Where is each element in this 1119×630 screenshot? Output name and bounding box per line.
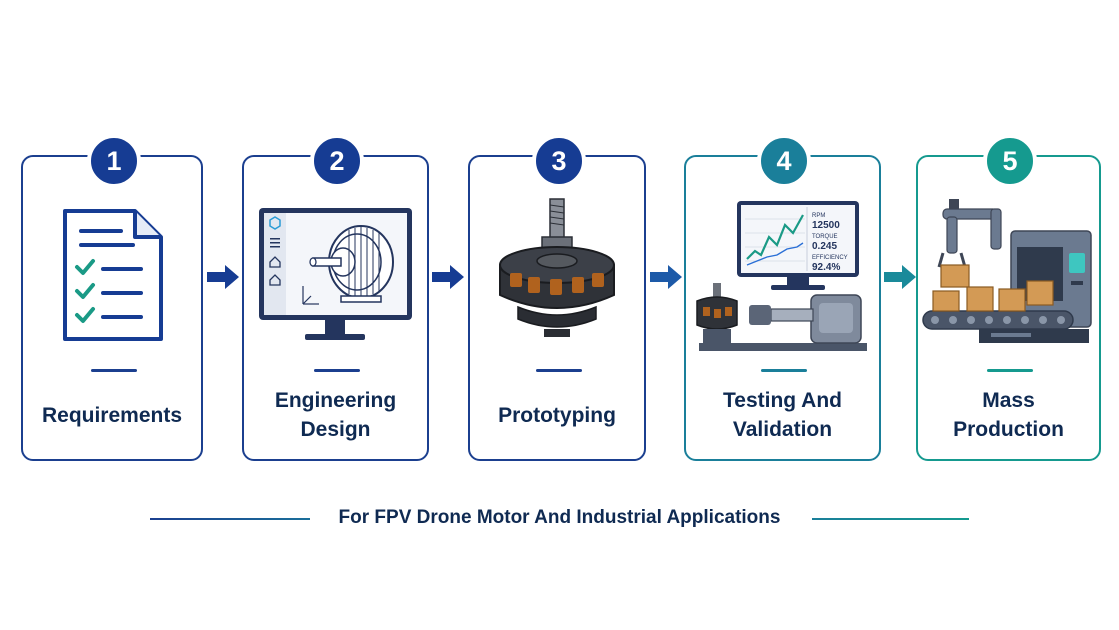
step-card-requirements: 1 Requirements	[21, 134, 203, 461]
step-label: Requirements	[41, 403, 183, 427]
arrow-right-icon	[207, 265, 239, 289]
rpm-label: RPM	[812, 213, 825, 219]
step-card-testing-validation: 4 RPM 12500 TORQUE 0.245 EFFICIENCY 92.4…	[684, 134, 881, 461]
torque-label: TORQUE	[812, 234, 838, 240]
separator	[987, 369, 1033, 372]
arrow-right-icon	[650, 265, 682, 289]
separator	[536, 369, 582, 372]
arrow-right-icon	[432, 265, 464, 289]
step-label: Testing And Validation	[723, 389, 842, 441]
step-number-badge: 1	[87, 134, 141, 188]
step-number-badge: 4	[757, 134, 811, 188]
cad-monitor-icon	[244, 195, 427, 355]
footer-caption: For FPV Drone Motor And Industrial Appli…	[0, 505, 1119, 533]
step-label: Engineering Design	[274, 389, 397, 441]
footer-line-right	[812, 518, 969, 520]
test-bench-icon: RPM 12500 TORQUE 0.245 EFFICIENCY 92.4%	[686, 195, 879, 355]
step-number-badge: 3	[532, 134, 586, 188]
production-line-icon	[918, 195, 1099, 355]
step-card-mass-production: 5 Mass Production	[916, 134, 1101, 461]
separator	[91, 369, 137, 372]
brushless-motor-icon	[470, 195, 644, 355]
footer-line-left	[150, 518, 310, 520]
step-card-engineering-design: 2 Engineering Design	[242, 134, 429, 461]
step-card-prototyping: 3 Prototyping	[468, 134, 646, 461]
torque-value: 0.245	[812, 241, 837, 252]
step-number-badge: 2	[310, 134, 364, 188]
checklist-document-icon	[23, 195, 201, 355]
step-label: Prototyping	[498, 403, 616, 427]
efficiency-label: EFFICIENCY	[812, 255, 848, 261]
separator	[314, 369, 360, 372]
rpm-value: 12500	[812, 220, 840, 231]
step-label: Mass Production	[953, 389, 1064, 441]
step-number-badge: 5	[983, 134, 1037, 188]
efficiency-value: 92.4%	[812, 262, 840, 273]
separator	[761, 369, 807, 372]
arrow-right-icon	[884, 265, 916, 289]
footer-text: For FPV Drone Motor And Industrial Appli…	[338, 507, 781, 528]
